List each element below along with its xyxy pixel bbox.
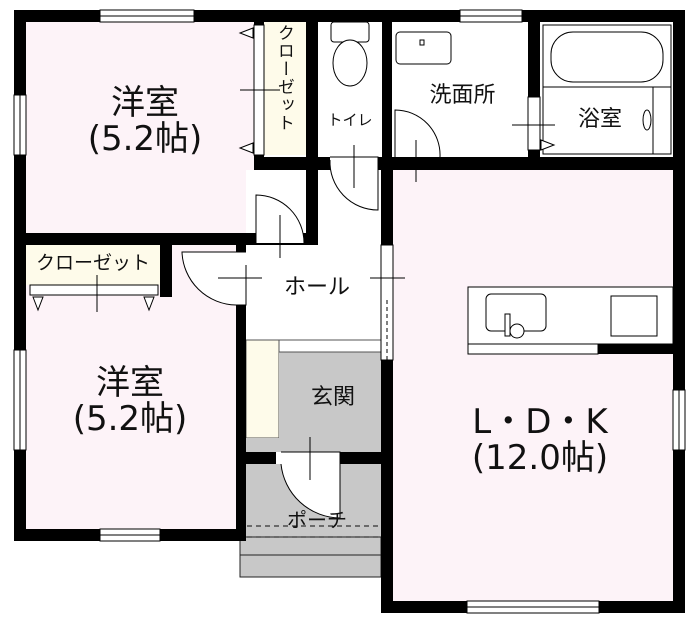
western-room-1-label: 洋室 (5.2帖) (60, 83, 230, 159)
closet-2-label: クローゼット (35, 252, 150, 274)
windows (13, 9, 686, 614)
ldk-name: L・D・K (472, 402, 608, 442)
porch-label: ポーチ (287, 508, 347, 532)
western-room-1-size: (5.2帖) (87, 118, 203, 159)
porch-step-2 (239, 554, 382, 578)
hall-label: ホール (283, 275, 350, 300)
stove-icon (610, 295, 658, 337)
wash-basin-icon (395, 31, 452, 65)
porch-step-1 (239, 536, 382, 556)
western-room-1-floor (26, 22, 254, 233)
shower-icon (642, 109, 652, 131)
fixtures (330, 21, 674, 355)
door-entrance (280, 451, 341, 519)
door-bath (527, 96, 541, 151)
door-washroom (394, 109, 441, 158)
washroom-label: 洗面所 (429, 83, 496, 108)
shoe-cabinet (245, 339, 280, 439)
entrance-floor (279, 352, 381, 452)
entrance-step (278, 339, 382, 353)
western-room-2-name: 洋室 (96, 363, 164, 403)
western-room-2-size: (5.2帖) (72, 398, 188, 439)
door-room2 (181, 251, 247, 306)
closet-1-label: クローゼット (273, 24, 294, 132)
entrance-label: 玄関 (310, 385, 355, 410)
ldk-size: (12.0帖) (471, 437, 609, 478)
western-room-1-name: 洋室 (111, 83, 179, 123)
closet-markers (32, 27, 556, 312)
toilet-label: トイレ (327, 111, 373, 129)
ldk-floor (393, 170, 673, 601)
closet-1-floor (264, 22, 306, 155)
ldk-label: L・D・K (12.0帖) (440, 402, 640, 478)
western-room-2-label: 洋室 (5.2帖) (45, 363, 215, 439)
faucet-icon (509, 323, 525, 339)
entry-arrows (96, 89, 555, 480)
bathtub-icon (550, 31, 664, 83)
closet-2-floor-top (26, 245, 160, 285)
toilet-tank (330, 21, 370, 43)
bathroom-label: 浴室 (577, 107, 622, 132)
entrance-floor-lower (246, 438, 381, 452)
kitchen-counter-lower (467, 343, 599, 355)
closet-2-doors (29, 284, 159, 296)
toilet-bowl-icon (332, 39, 368, 87)
